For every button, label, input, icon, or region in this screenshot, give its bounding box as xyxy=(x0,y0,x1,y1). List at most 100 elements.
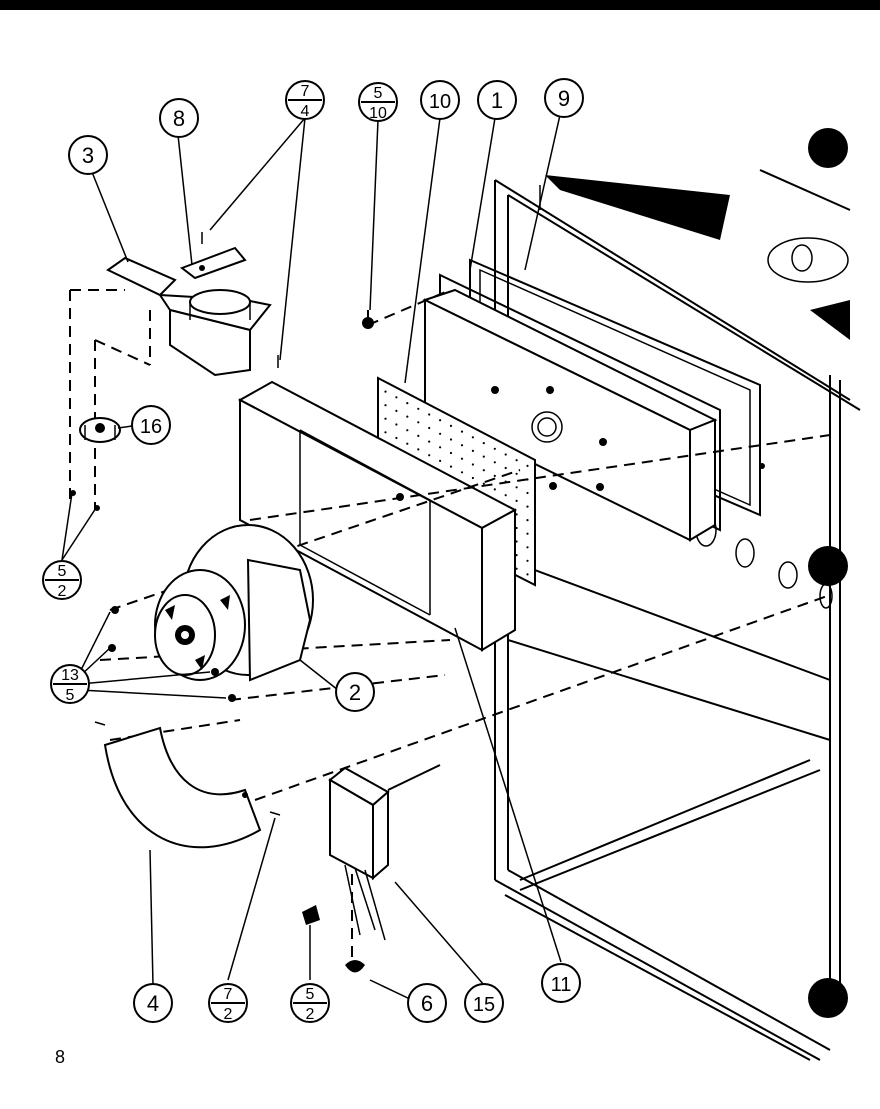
perforation-dot xyxy=(482,455,485,458)
heat-exchanger-cover xyxy=(422,288,718,542)
callout-8-label: 8 xyxy=(173,106,185,131)
perforation-dot xyxy=(482,442,485,445)
perforation-dot xyxy=(439,432,442,435)
callout-15: 15 xyxy=(464,983,504,1023)
perforation-dot xyxy=(493,488,496,491)
perforation-dot xyxy=(428,413,431,416)
callout-1-label: 1 xyxy=(491,88,503,113)
perforation-dot xyxy=(449,451,453,455)
perforation-dot xyxy=(504,494,507,497)
perforation-dot xyxy=(395,423,398,426)
perforation-dot xyxy=(406,429,409,432)
perforation-dot xyxy=(384,417,387,420)
callout-11-label: 11 xyxy=(551,974,572,996)
control-box-part-15 xyxy=(302,764,441,973)
perforation-dot xyxy=(384,404,387,407)
perforation-dot xyxy=(417,448,420,451)
callout-9: 9 xyxy=(544,78,584,118)
perforation-dot xyxy=(515,554,518,557)
perforation-dot xyxy=(515,540,518,543)
callout-6-label: 6 xyxy=(421,991,433,1016)
limit-switch-part-16 xyxy=(79,417,121,443)
callout-6: 6 xyxy=(407,983,447,1023)
fraction-top: 5 xyxy=(374,85,383,102)
callout-1: 1 xyxy=(477,80,517,120)
callout-16-label: 16 xyxy=(140,416,162,438)
callout-4-label: 4 xyxy=(147,991,159,1016)
blower-motor-part-2 xyxy=(108,524,314,702)
fraction-bottom: 10 xyxy=(369,105,387,122)
shield-part-4 xyxy=(94,721,281,849)
perforation-dot xyxy=(482,482,485,485)
fraction-top: 5 xyxy=(306,986,315,1003)
callout-5-over-10: 5 10 xyxy=(358,82,398,122)
callout-4: 4 xyxy=(133,983,173,1023)
leader-lines xyxy=(61,114,562,1001)
perforation-dot xyxy=(449,438,453,441)
perforation-dot xyxy=(515,513,518,516)
perforation-dot xyxy=(417,434,420,437)
perforation-dot xyxy=(526,464,529,467)
perforation-dot xyxy=(471,463,474,466)
fraction-bottom: 2 xyxy=(224,1006,233,1023)
callout-13-over-5: 13 5 xyxy=(50,664,90,704)
perforation-dot xyxy=(449,465,453,468)
fraction-top: 5 xyxy=(58,563,67,580)
callout-8: 8 xyxy=(159,98,199,138)
perforation-dot xyxy=(515,486,518,489)
callout-10: 10 xyxy=(420,80,460,120)
callout-5-over-2-bottom: 5 2 xyxy=(290,983,330,1023)
callout-3: 3 xyxy=(68,135,108,175)
perforation-dot xyxy=(515,459,518,462)
callout-3-label: 3 xyxy=(82,143,94,168)
perforation-dot xyxy=(515,499,518,502)
perforation-dot xyxy=(428,454,431,457)
page-number: 8 xyxy=(55,1047,65,1067)
perforation-dot xyxy=(460,444,464,447)
callout-11: 11 xyxy=(541,963,581,1003)
mounting-dot-top xyxy=(808,128,848,168)
perforation-dot xyxy=(460,471,464,474)
perforation-dot xyxy=(417,407,420,410)
top-border-bar xyxy=(0,0,880,10)
callout-9-label: 9 xyxy=(558,86,570,111)
perforation-dot xyxy=(395,409,398,412)
fraction-top: 7 xyxy=(224,986,233,1003)
callout-7-over-4: 7 4 xyxy=(285,80,325,120)
furnace-cabinet xyxy=(494,169,861,1061)
perforation-dot xyxy=(526,559,529,562)
perforation-dot xyxy=(406,415,409,418)
flue-collar-part-3 xyxy=(106,246,272,377)
perforation-dot xyxy=(526,532,529,535)
perforation-dot xyxy=(471,436,474,439)
perforation-dot xyxy=(428,426,431,430)
perforation-dot xyxy=(460,457,464,460)
perforation-dot xyxy=(439,419,442,422)
perforation-dot xyxy=(395,396,398,399)
perforation-dot xyxy=(526,505,529,508)
callout-2-label: 2 xyxy=(349,680,361,705)
perforation-dot xyxy=(384,390,387,393)
screw-icon xyxy=(362,317,374,329)
fraction-bottom: 4 xyxy=(301,103,310,120)
perforation-dot xyxy=(493,447,496,450)
perforation-dot xyxy=(493,474,496,477)
perforation-dot xyxy=(526,519,529,522)
callout-7-over-2: 7 2 xyxy=(208,983,248,1023)
callout-5-over-2-left: 5 2 xyxy=(42,560,82,600)
perforation-dot xyxy=(417,421,420,424)
perforation-dot xyxy=(439,459,442,462)
mounting-dot-bottom xyxy=(808,978,848,1018)
perforation-dot xyxy=(471,449,474,452)
fraction-bottom: 2 xyxy=(58,583,67,600)
perforation-dot xyxy=(515,526,518,530)
callout-10-label: 10 xyxy=(429,91,451,113)
perforation-dot xyxy=(384,431,387,434)
perforation-dot xyxy=(406,442,409,445)
perforation-dot xyxy=(460,430,464,433)
fraction-top: 7 xyxy=(301,83,310,100)
perforation-dot xyxy=(482,469,485,472)
perforation-dot xyxy=(471,476,474,480)
perforation-dot xyxy=(526,573,529,576)
